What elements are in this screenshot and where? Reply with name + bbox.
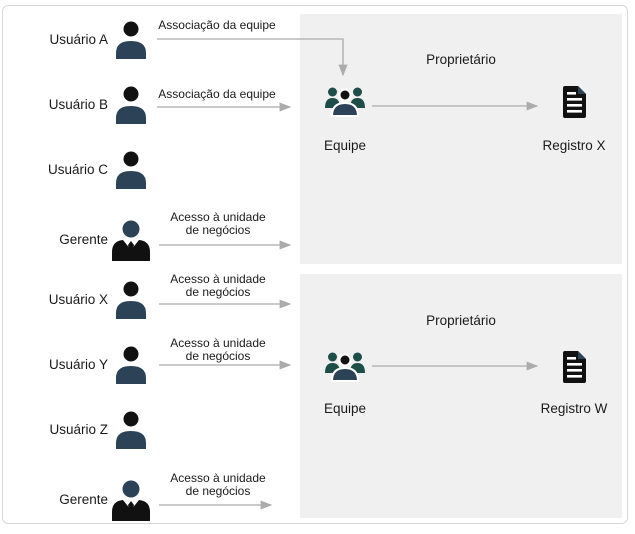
team-label: Equipe (323, 138, 367, 153)
user-icon (112, 281, 150, 324)
page-border (2, 5, 628, 524)
team-icon (325, 349, 365, 390)
user-icon (112, 346, 150, 389)
manager-icon (109, 479, 153, 526)
document-icon (562, 85, 587, 124)
user-label-y: Usuário Y (48, 357, 108, 372)
owner-group-record-x: Proprietário Equipe Registro X (300, 14, 622, 264)
manager-label-1: Gerente (59, 232, 108, 247)
team-icon (325, 84, 365, 125)
arrow-caption: Acesso à unidade de negócios (170, 336, 266, 363)
manager-icon (109, 219, 153, 266)
user-label-b: Usuário B (48, 97, 108, 112)
record-label: Registro X (542, 138, 606, 153)
arrow-caption: Associação da equipe (158, 18, 276, 32)
user-label-x: Usuário X (48, 292, 108, 307)
arrow-caption: Acesso à unidade de negócios (170, 471, 266, 498)
user-icon (112, 151, 150, 194)
document-icon (562, 350, 587, 389)
user-label-c: Usuário C (47, 162, 108, 177)
record-label: Registro W (540, 401, 608, 416)
user-icon (112, 411, 150, 454)
arrow-caption: Acesso à unidade de negócios (170, 272, 266, 299)
user-icon (112, 86, 150, 129)
arrow-caption: Acesso à unidade de negócios (170, 210, 266, 237)
group-title: Proprietário (426, 52, 496, 67)
arrow-caption: Associação da equipe (158, 87, 276, 101)
owner-group-record-w: Proprietário Equipe Registro W (300, 274, 622, 518)
user-icon (112, 21, 150, 64)
user-label-z: Usuário Z (49, 422, 108, 437)
user-label-a: Usuário A (49, 32, 108, 47)
team-label: Equipe (323, 401, 367, 416)
manager-label-2: Gerente (59, 492, 108, 507)
group-title: Proprietário (426, 313, 496, 328)
